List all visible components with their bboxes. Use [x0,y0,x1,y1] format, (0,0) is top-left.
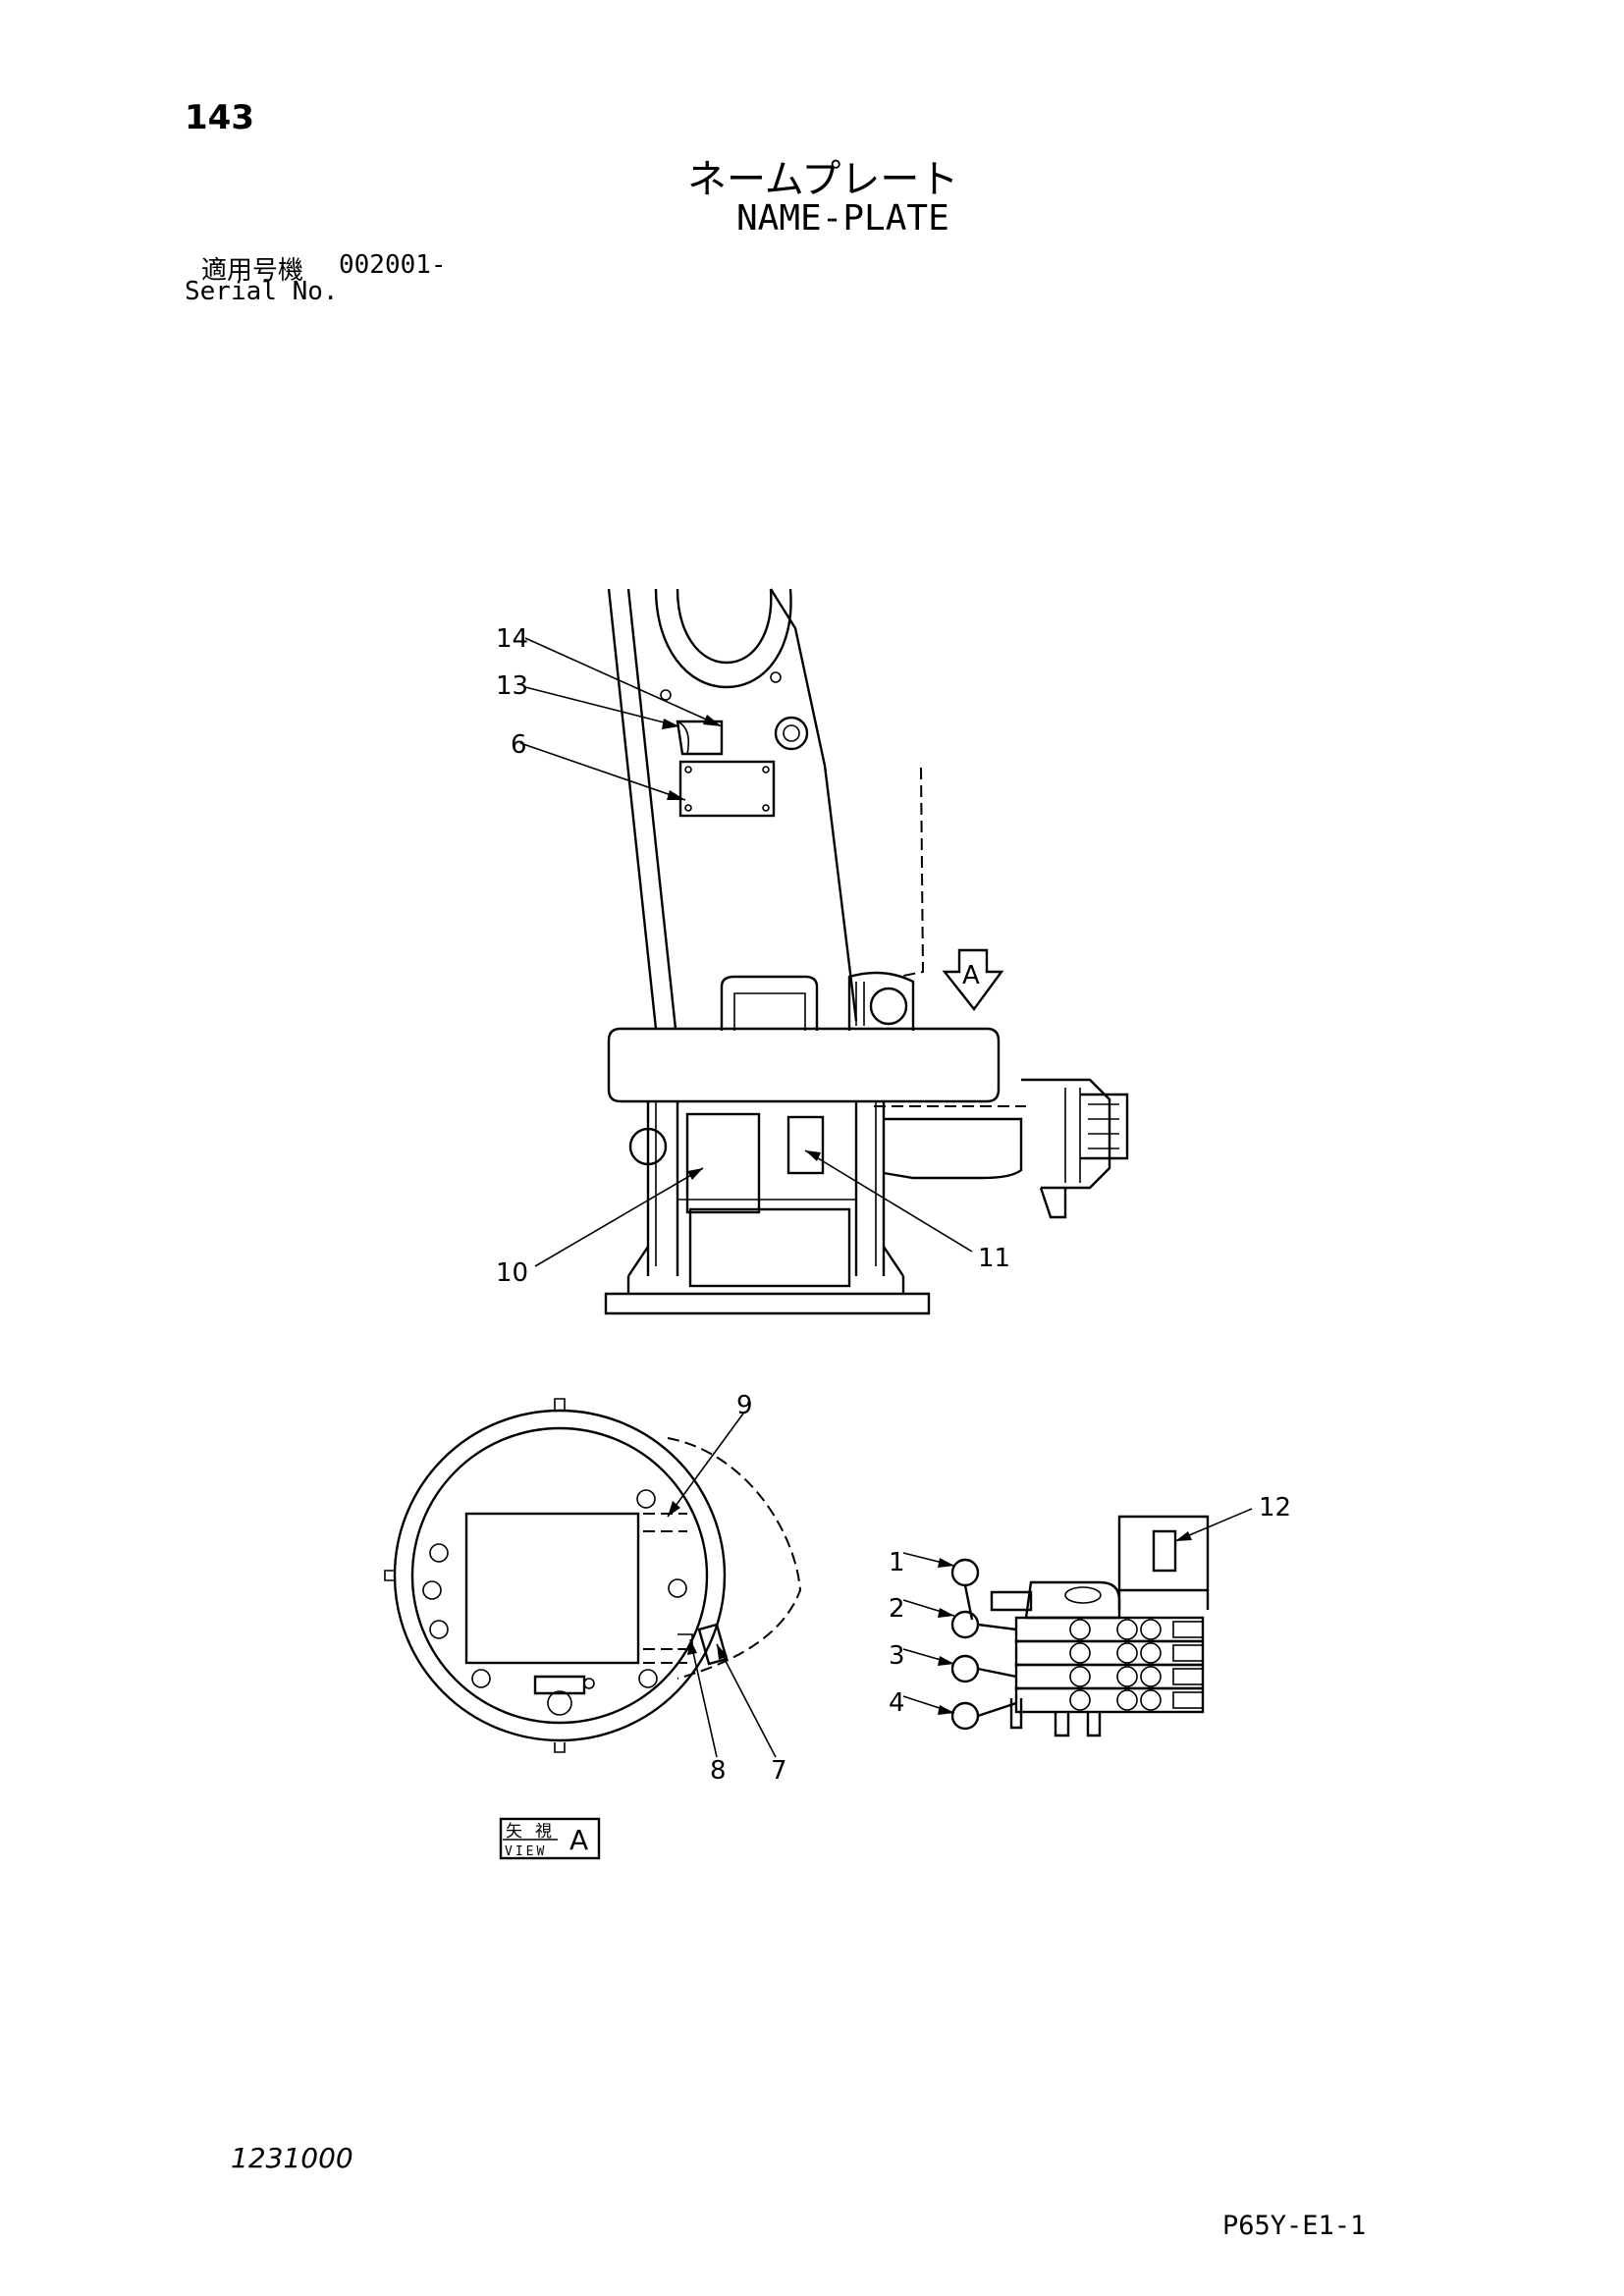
callout-9: 9 [736,1391,753,1420]
callout-7: 7 [771,1756,787,1786]
view-a-drawing [384,1398,802,1753]
callout-1: 1 [889,1548,905,1577]
view-label-jp-left: 矢 [506,1822,522,1842]
callout-12: 12 [1259,1493,1291,1522]
title-japanese: ネームプレート [687,157,959,202]
callout-11: 11 [978,1244,1010,1273]
title-english: NAME-PLATE [736,198,949,239]
callout-2: 2 [889,1594,905,1624]
view-label-jp-right: 視 [535,1822,552,1842]
footer-drawing-number: 1231000 [231,2142,353,2174]
callout-14: 14 [496,624,528,654]
leader-arrowheads [662,715,1192,1715]
swing-base [604,1027,1129,1315]
view-label-en: VIEW [505,1844,547,1859]
callout-6: 6 [511,730,527,760]
callout-10: 10 [496,1258,528,1288]
view-label-letter: A [569,1824,588,1856]
view-a-label: 矢 視 VIEW A [499,1817,601,1860]
callout-4: 4 [889,1688,905,1718]
footer-page-code: P65Y-E1-1 [1222,2211,1367,2241]
serial-label-english: Serial No. [185,277,339,306]
leader-lines [519,637,1253,1758]
view-arrow-a: A [942,948,1004,1011]
control-valve-drawing [950,1515,1210,1737]
serial-label-japanese: 適用号機 [201,256,304,286]
page-number: 143 [185,98,254,137]
callout-8: 8 [710,1756,727,1786]
view-arrow-letter: A [962,961,980,990]
callout-13: 13 [496,671,528,701]
boom-assembly [607,588,925,1031]
serial-value: 002001- [339,250,447,280]
callout-3: 3 [889,1641,905,1671]
callout-labels: 1 2 3 4 6 7 8 9 10 11 12 13 14 [496,624,1291,1786]
